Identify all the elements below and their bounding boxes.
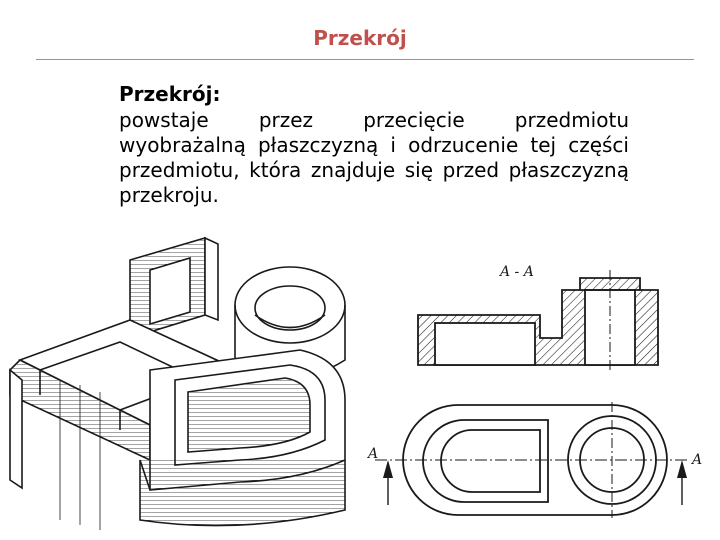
section-view-a-a bbox=[417, 270, 659, 370]
slide-title: Przekrój bbox=[313, 26, 407, 50]
isometric-section-view bbox=[9, 236, 346, 530]
title-divider bbox=[36, 59, 694, 60]
technical-drawing: A - A A A bbox=[9, 236, 702, 530]
section-label: A - A bbox=[498, 264, 534, 280]
cutting-plane-label-right: A bbox=[690, 452, 702, 468]
definition-heading: Przekrój: bbox=[119, 82, 221, 106]
definition-text: powstaje przez przecięcie przedmiotu wyo… bbox=[119, 108, 629, 207]
cutting-plane-label-left: A bbox=[366, 446, 378, 462]
top-view bbox=[375, 402, 690, 518]
